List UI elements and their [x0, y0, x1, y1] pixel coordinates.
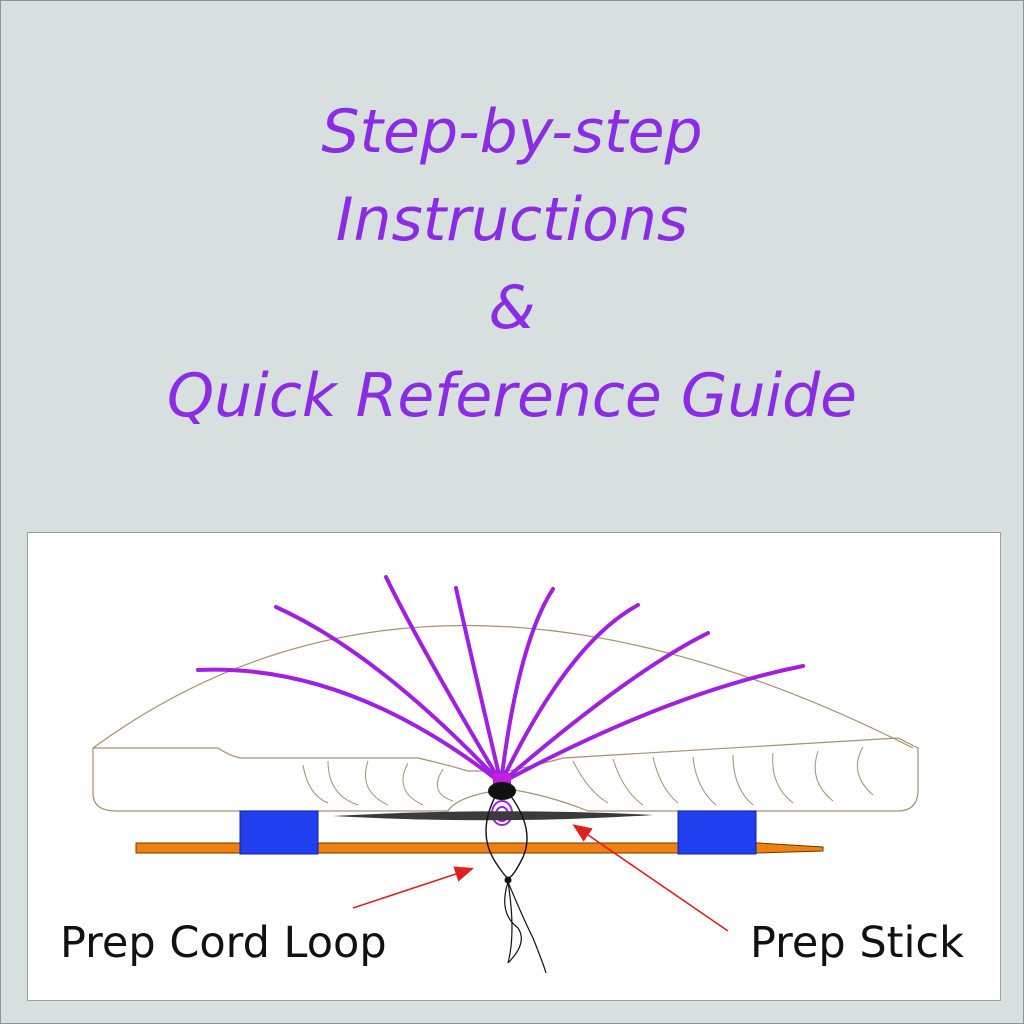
prep-diagram	[92, 575, 919, 974]
wood-body	[92, 737, 919, 812]
dome-outline	[92, 625, 914, 749]
right-carving	[572, 746, 874, 806]
title-line-3: &	[488, 273, 536, 343]
left-block	[239, 810, 319, 855]
title-line-4: Quick Reference Guide	[166, 361, 858, 431]
diagram-panel: Prep Cord Loop Prep Stick	[27, 532, 1001, 1001]
label-prep-cord-loop: Prep Cord Loop	[60, 918, 387, 968]
cord-knot	[504, 876, 512, 884]
right-block	[677, 810, 757, 855]
prep-stick	[333, 811, 653, 821]
label-prep-stick: Prep Stick	[750, 918, 964, 968]
title-line-2: Instructions	[335, 185, 689, 255]
arrow-prep-stick	[572, 824, 729, 932]
cord-tails	[504, 881, 547, 974]
title-block: Step-by-step Instructions & Quick Refere…	[0, 88, 1024, 440]
title-line-1: Step-by-step	[321, 97, 703, 167]
strings	[196, 575, 805, 785]
arrow-prep-cord	[352, 866, 475, 909]
left-carving	[302, 760, 454, 806]
